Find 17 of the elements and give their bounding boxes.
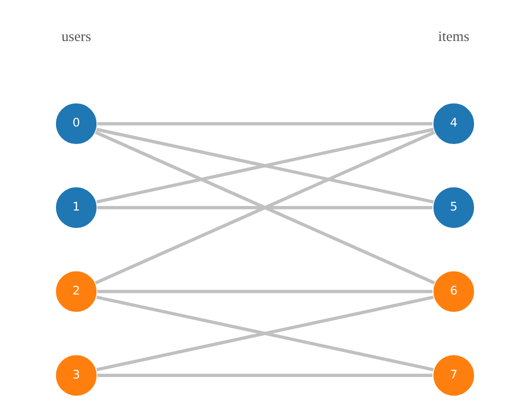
node-circle: 7	[432, 354, 476, 398]
label: items	[438, 28, 470, 45]
connector	[97, 122, 432, 126]
node-circle: 0	[54, 102, 98, 146]
node-circle: 2	[54, 270, 98, 314]
node-circle: 4	[432, 102, 476, 146]
connector	[97, 206, 432, 210]
connector	[97, 290, 432, 294]
node-circle: 3	[54, 354, 98, 398]
node-circle: 6	[432, 270, 476, 314]
node-circle: 5	[432, 186, 476, 230]
connector	[97, 374, 432, 378]
connector	[96, 128, 434, 204]
label: users	[61, 28, 92, 45]
connector	[96, 296, 434, 372]
node-circle: 1	[54, 186, 98, 230]
connector	[94, 130, 436, 284]
